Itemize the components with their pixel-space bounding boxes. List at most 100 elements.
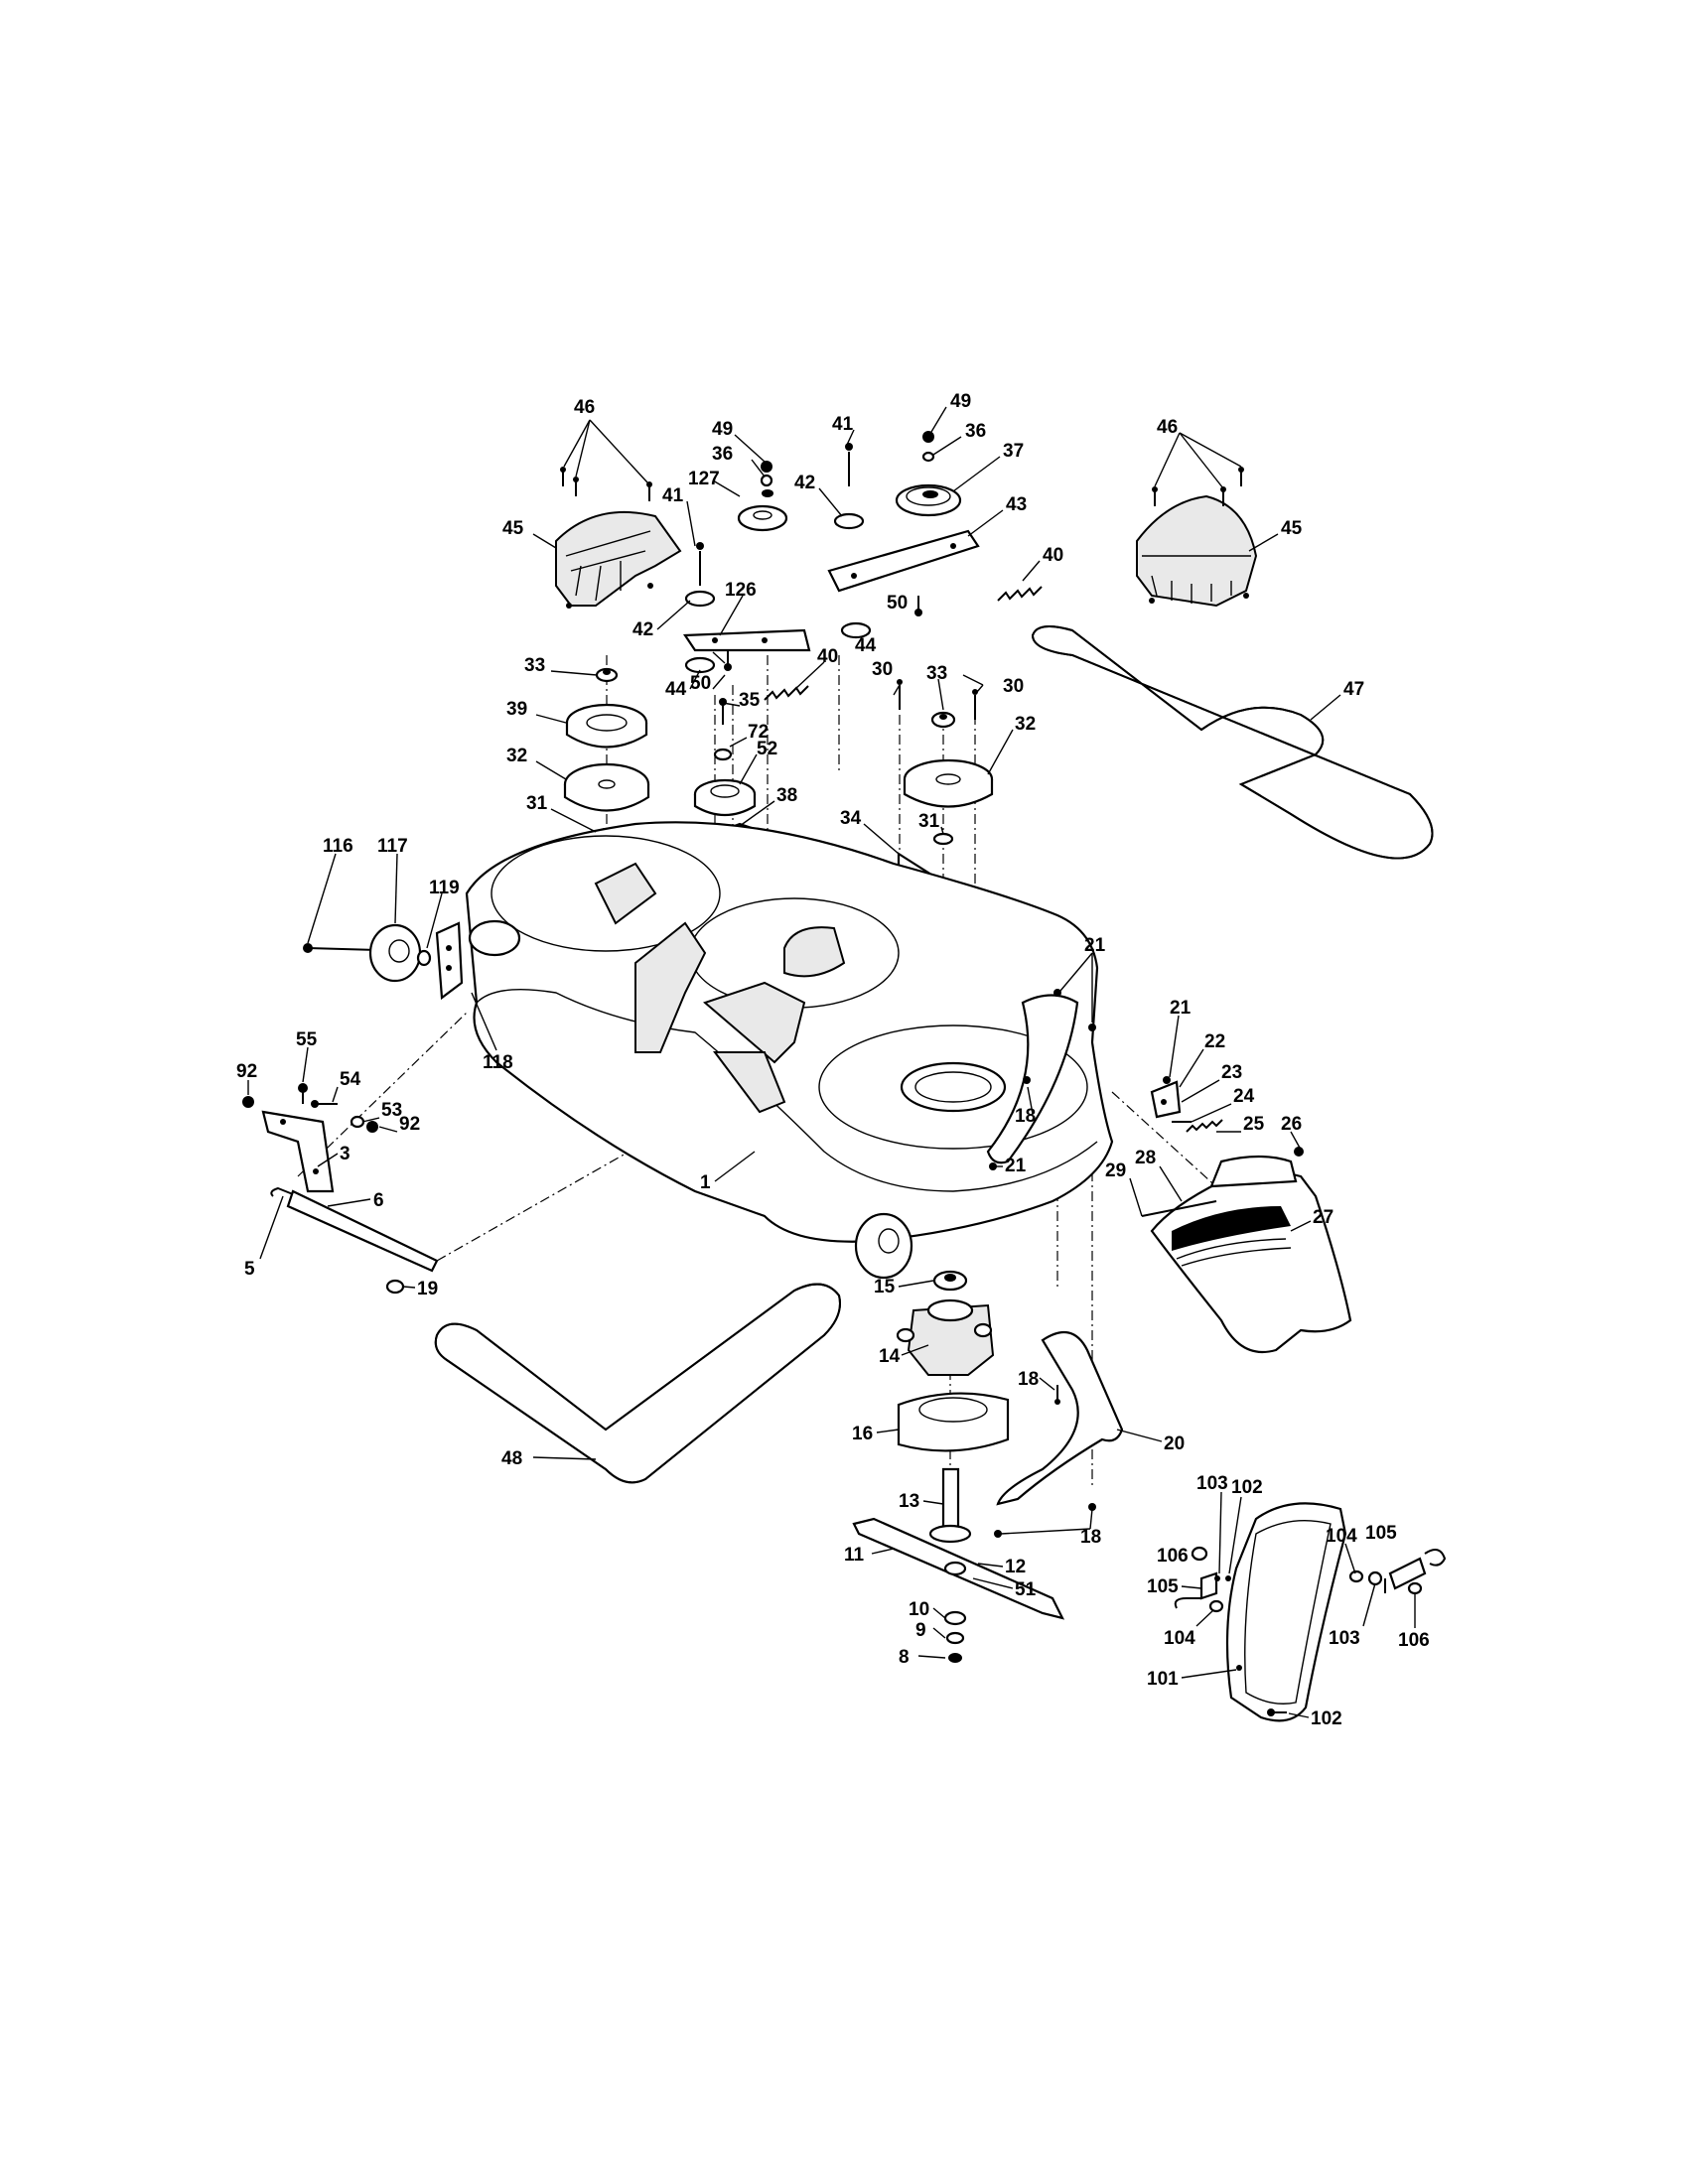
idler-arm-43 — [827, 529, 980, 616]
callout-label: 103 — [1196, 1473, 1228, 1494]
callout-label: 28 — [1135, 1148, 1156, 1168]
callout-label: 54 — [340, 1069, 361, 1090]
callout-label: 5 — [244, 1259, 255, 1280]
callout-label: 36 — [712, 444, 733, 465]
callout-label: 43 — [1006, 494, 1027, 515]
callout-label: 39 — [506, 699, 527, 720]
callout-label: 22 — [1204, 1031, 1225, 1052]
mulch-cover-101 — [1225, 1502, 1347, 1722]
idler-pulley-37 — [895, 431, 962, 517]
callout-label: 34 — [840, 808, 862, 829]
callout-label: 103 — [1329, 1628, 1360, 1649]
callout-label: 12 — [1005, 1557, 1026, 1577]
callout-label: 13 — [899, 1491, 919, 1512]
callout-label: 36 — [965, 421, 986, 442]
callout-label: 46 — [1157, 417, 1178, 438]
callout-label: 31 — [918, 811, 940, 832]
callout-label: 11 — [844, 1545, 865, 1566]
deck-screws-21 — [989, 989, 1096, 1170]
callout-label: 33 — [524, 655, 545, 676]
callout-label: 9 — [915, 1620, 926, 1641]
callout-label: 48 — [501, 1448, 522, 1469]
callout-label: 25 — [1243, 1114, 1265, 1135]
callout-label: 32 — [1015, 714, 1036, 735]
callout-label: 23 — [1221, 1062, 1242, 1083]
callout-label: 127 — [688, 469, 720, 489]
deflector-screws-18 — [994, 1076, 1096, 1538]
callout-label: 104 — [1326, 1526, 1357, 1547]
deck-wheel-left — [468, 919, 521, 957]
callout-label: 50 — [887, 593, 908, 614]
callout-label: 42 — [632, 619, 653, 640]
belt-cover-right — [1136, 494, 1258, 608]
callout-label: 8 — [899, 1647, 910, 1668]
callout-label: 41 — [832, 414, 854, 435]
pulley-stack-center — [693, 698, 759, 841]
callout-label: 102 — [1311, 1708, 1342, 1729]
callout-label: 19 — [417, 1279, 438, 1299]
idler-arm-126 — [682, 542, 811, 674]
callout-label: 26 — [1281, 1114, 1302, 1135]
callout-label: 10 — [909, 1599, 929, 1620]
springs-40 — [764, 586, 1043, 701]
callout-label: 119 — [429, 878, 460, 898]
mulch-cover-hardware-left — [1174, 1546, 1231, 1613]
gauge-wheel — [303, 921, 464, 1001]
callout-label: 55 — [296, 1029, 318, 1050]
callout-label: 118 — [483, 1052, 513, 1073]
callout-label: 6 — [373, 1190, 384, 1211]
callout-label: 42 — [794, 473, 815, 493]
callout-label: 92 — [399, 1114, 420, 1135]
deck-rear-guard — [986, 994, 1079, 1164]
callout-label: 35 — [739, 690, 761, 711]
spacer-42-44-right — [833, 443, 872, 639]
deck-wheel-front — [854, 1212, 913, 1280]
callout-label: 105 — [1147, 1576, 1179, 1597]
callout-label: 45 — [1281, 518, 1303, 539]
callout-label: 101 — [1147, 1669, 1179, 1690]
callout-label: 33 — [926, 663, 947, 684]
callout-label: 51 — [1015, 1579, 1037, 1600]
callout-label: 44 — [665, 679, 687, 700]
callout-label: 106 — [1157, 1546, 1189, 1567]
callout-label: 38 — [776, 785, 797, 806]
callout-label: 116 — [323, 836, 353, 857]
callout-label: 31 — [526, 793, 548, 814]
callout-label: 18 — [1018, 1369, 1039, 1390]
spindle-assembly — [896, 1270, 1010, 1544]
leader-lines — [247, 406, 1416, 1718]
mulch-cover-hardware-right — [1348, 1549, 1447, 1595]
callout-label: 18 — [1015, 1106, 1036, 1127]
callout-label: 21 — [1170, 998, 1192, 1019]
pulley-stack-left — [563, 667, 650, 841]
callout-label: 20 — [1164, 1433, 1185, 1454]
callout-label: 21 — [1005, 1156, 1027, 1176]
callout-label: 104 — [1164, 1628, 1195, 1649]
belt-48 — [434, 1283, 841, 1484]
callout-label: 3 — [340, 1144, 351, 1164]
callout-label: 40 — [1043, 545, 1063, 566]
callout-label: 27 — [1313, 1207, 1333, 1228]
callout-label: 50 — [690, 673, 711, 694]
callout-label: 44 — [855, 635, 877, 656]
callout-label: 30 — [1003, 676, 1024, 697]
discharge-chute-27 — [1141, 1147, 1352, 1354]
callout-label: 92 — [236, 1061, 257, 1082]
callout-labels: 46 45 49 36 127 41 41 42 49 36 37 43 46 … — [236, 391, 1430, 1729]
mower-blade — [852, 1517, 1065, 1663]
discharge-deflector — [996, 1330, 1124, 1506]
callout-label: 1 — [700, 1172, 711, 1193]
callout-label: 40 — [817, 646, 838, 667]
callout-label: 102 — [1231, 1477, 1263, 1498]
callout-label: 49 — [950, 391, 971, 412]
callout-label: 49 — [712, 419, 733, 440]
chute-hinge-22-25 — [1150, 1076, 1223, 1133]
callout-label: 46 — [574, 397, 595, 418]
callout-label: 126 — [725, 580, 757, 601]
front-hitch-bracket — [242, 1083, 439, 1295]
callout-label: 32 — [506, 746, 527, 766]
callout-label: 106 — [1398, 1630, 1430, 1651]
callout-label: 45 — [502, 518, 524, 539]
callout-label: 30 — [872, 659, 893, 680]
deck-bracket-center — [634, 921, 806, 1114]
